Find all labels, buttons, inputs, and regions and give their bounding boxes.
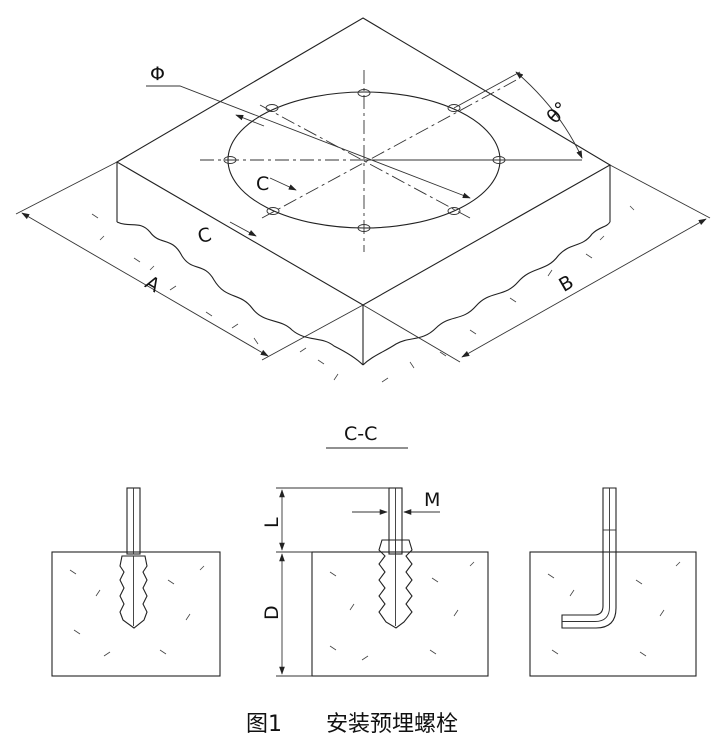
figure-number: 图1 — [246, 712, 282, 737]
concrete-block-left — [51, 551, 221, 677]
foundation-top-face — [115, 17, 612, 306]
anchor-sleeve-left — [119, 555, 148, 629]
j-bolt-detail — [529, 487, 697, 677]
figure-caption: 图1 安装预埋螺栓 — [246, 712, 458, 737]
dimension-m-label: M — [424, 489, 440, 511]
section-cc: C-C L D M — [51, 423, 697, 677]
section-mark-label-top: C — [256, 173, 269, 195]
bolt-hole — [447, 207, 461, 215]
bolt-hole — [265, 104, 279, 112]
bolt-holes — [223, 89, 506, 232]
bolt-hole — [223, 156, 237, 164]
dimension-a-line — [21, 212, 269, 357]
dimension-l-label: L — [261, 517, 283, 528]
expansion-anchor-detail — [51, 487, 221, 677]
concrete-texture — [91, 205, 635, 383]
dimension-d-label: D — [261, 605, 283, 620]
bolt-hole — [357, 224, 371, 232]
dimension-b-label: B — [555, 271, 577, 297]
isometric-foundation-view: Φ θ° C C A B — [15, 17, 711, 383]
concrete-block-middle — [311, 551, 489, 677]
diameter-leader — [146, 85, 471, 199]
figure-title: 安装预埋螺栓 — [326, 712, 458, 737]
j-bolt-body — [561, 487, 617, 629]
section-title: C-C — [344, 423, 377, 445]
section-mark-label-left: C — [195, 223, 214, 248]
anchor-thread-middle — [378, 539, 413, 629]
bolt-hole — [357, 89, 371, 97]
angle-arc — [515, 71, 583, 159]
bolt-hole — [447, 104, 461, 112]
threaded-anchor-detail: L D M — [261, 487, 489, 677]
angle-label: θ° — [543, 98, 573, 128]
diameter-label: Φ — [150, 63, 165, 85]
concrete-block-right — [529, 551, 697, 677]
section-concrete-texture — [69, 561, 681, 661]
dimension-b-line — [461, 218, 707, 358]
bolt-hole — [266, 207, 280, 215]
